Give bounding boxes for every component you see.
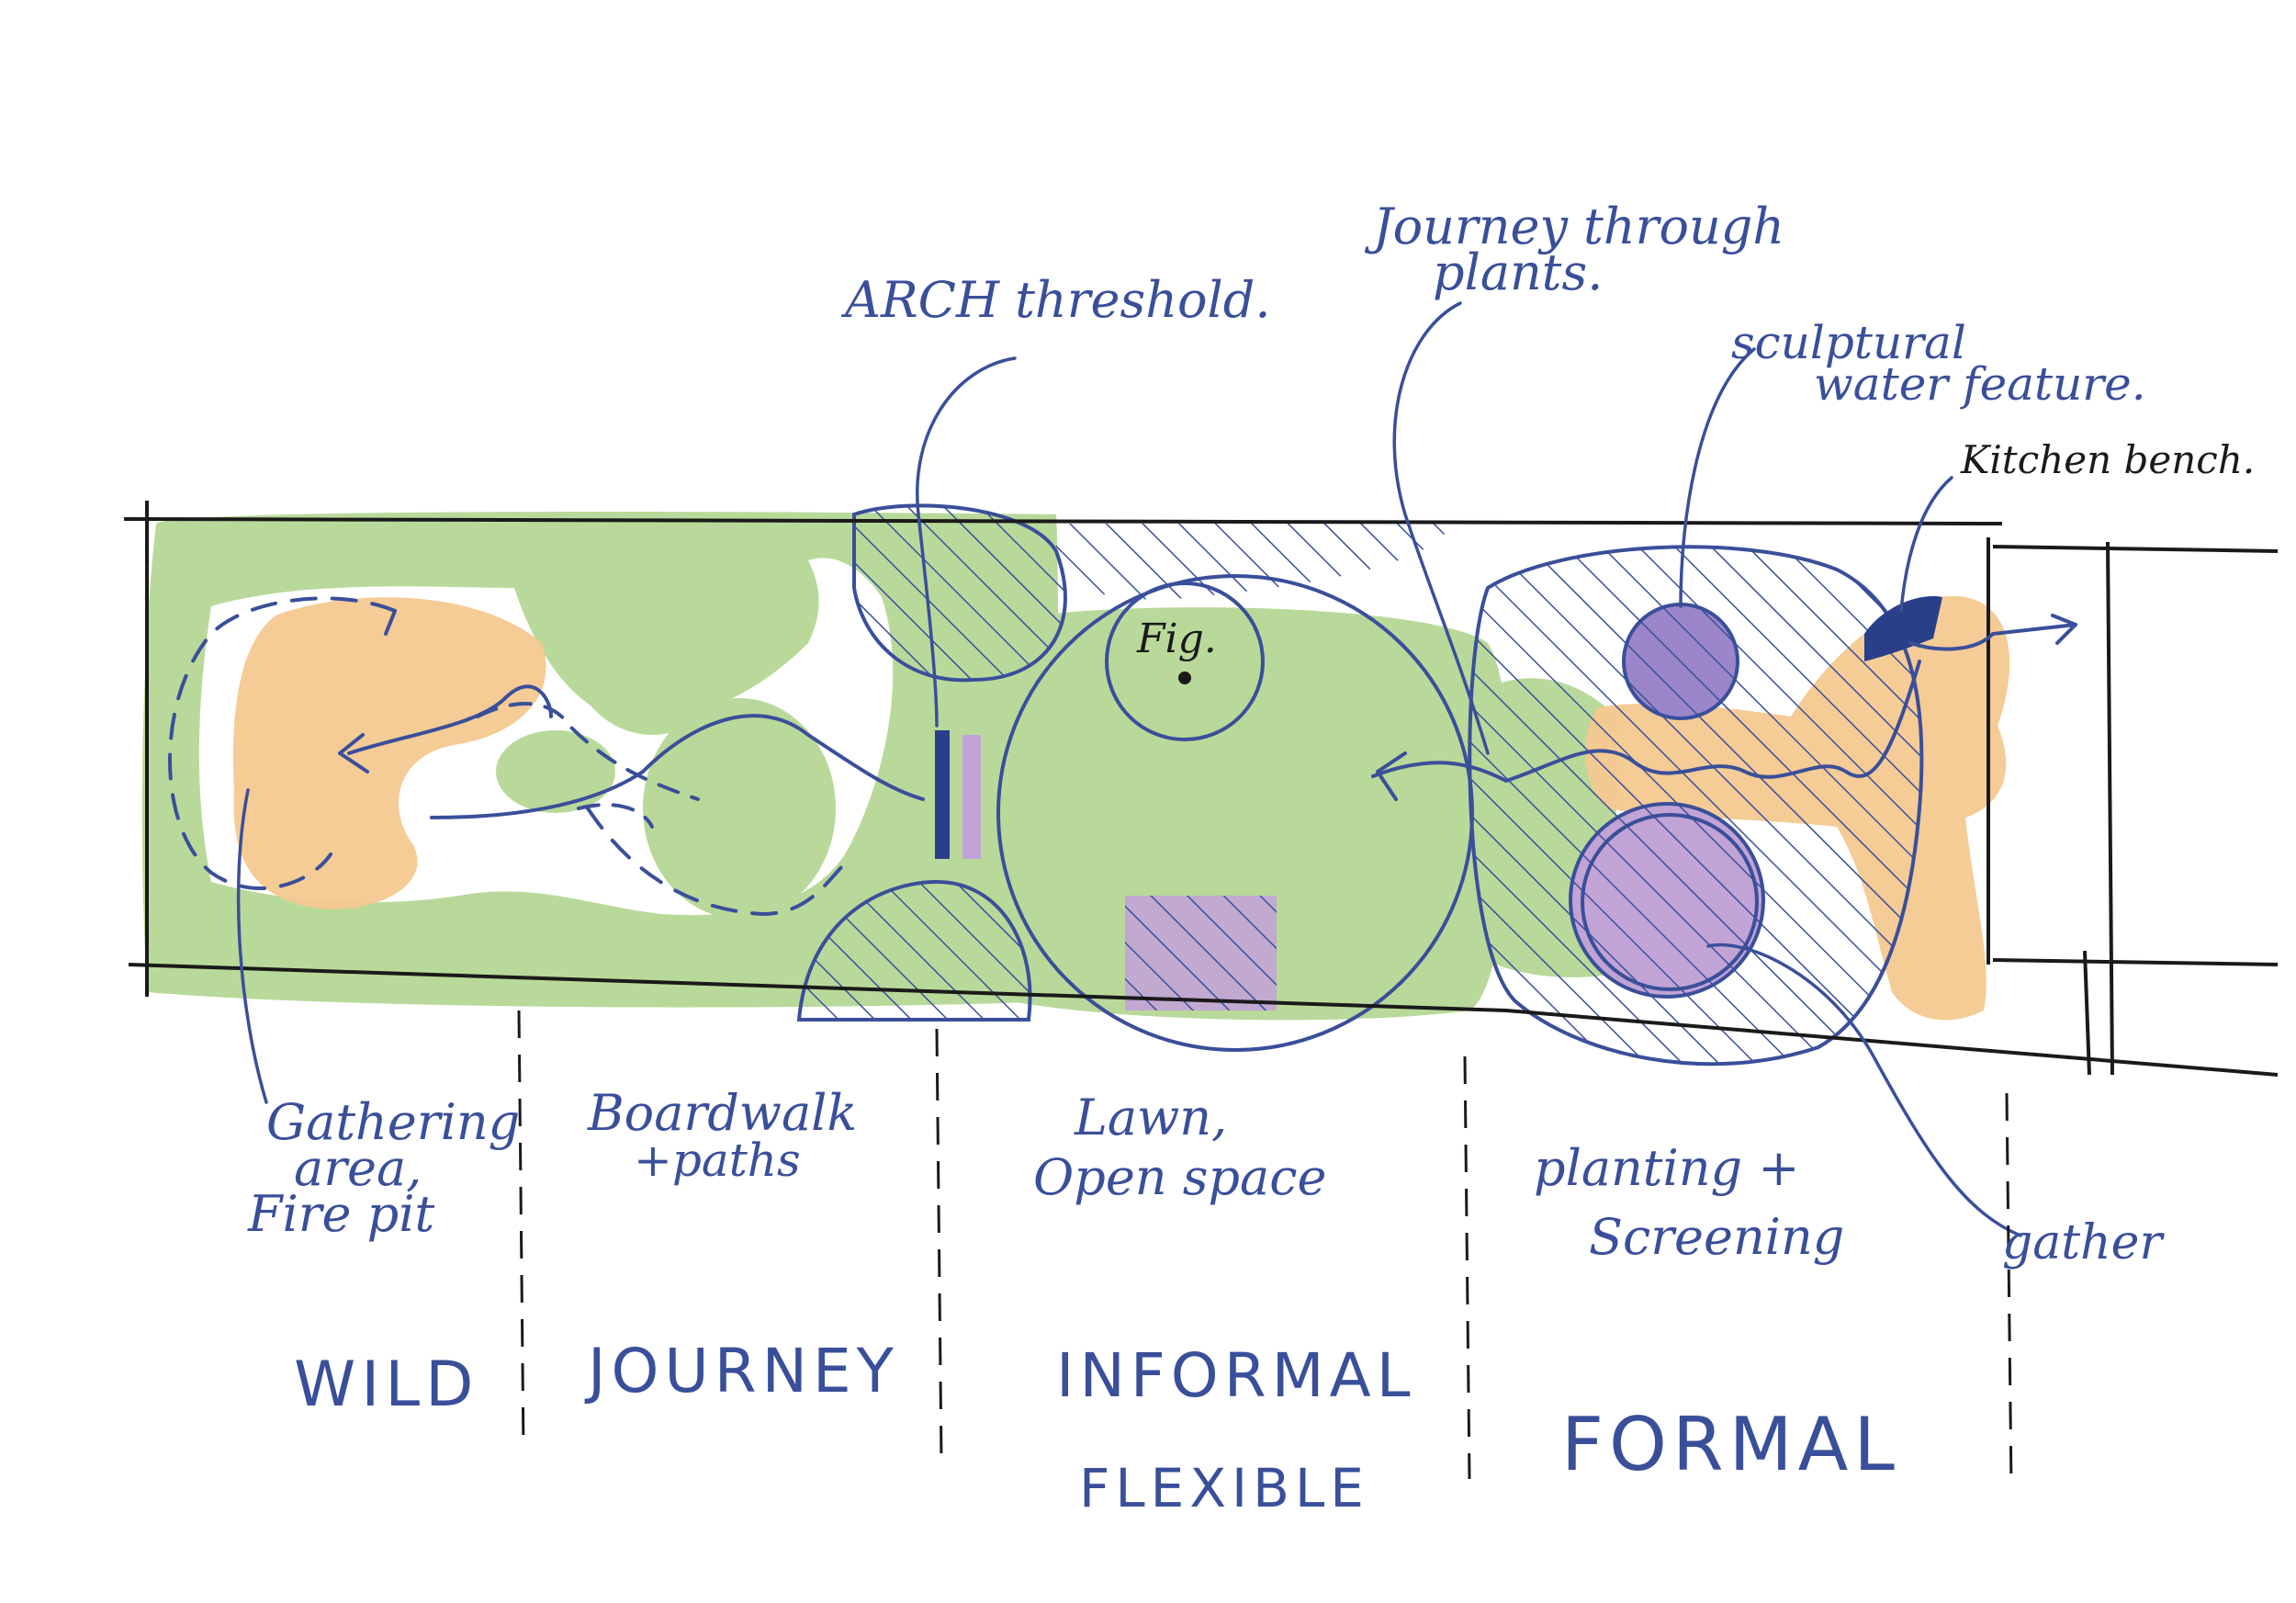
arch-threshold xyxy=(935,730,950,859)
arch-bench xyxy=(962,735,981,859)
water-feature-label: water feature. xyxy=(1814,357,2146,411)
planting-label-1: planting + xyxy=(1534,1139,1800,1197)
fig-tree-circle xyxy=(1105,581,1265,741)
lawn-hatch-top xyxy=(1056,524,1451,600)
gathering-label-3: Fire pit xyxy=(247,1185,435,1243)
circulation-lines xyxy=(168,596,2077,917)
kitchen-bench xyxy=(1864,596,1942,661)
tree-clumps xyxy=(496,533,836,919)
boardwalk-label-1: Boardwalk xyxy=(587,1084,857,1142)
arch-tree-bottom xyxy=(796,879,1032,1022)
journey-character-label: JOURNEY xyxy=(584,1336,899,1406)
formal-label: FORMAL xyxy=(1561,1402,1900,1487)
lawn-circle xyxy=(996,574,1474,1052)
lawn-label-2: Open space xyxy=(1033,1148,1326,1206)
fig-label: Fig. xyxy=(1136,615,1217,662)
flexible-label: FLEXIBLE xyxy=(1079,1457,1369,1519)
gather-label: gather xyxy=(2002,1215,2165,1270)
planting-label-2: Screening xyxy=(1589,1208,1844,1266)
sculptural-label: sculptural xyxy=(1731,316,1966,369)
site-boundary xyxy=(123,501,2279,1077)
zone-dividers xyxy=(517,1010,2013,1489)
gathering-label-2: area, xyxy=(294,1139,422,1197)
purple-features xyxy=(962,603,1765,1010)
arch-threshold-label: ARCH threshold. xyxy=(840,271,1270,329)
leader-lines xyxy=(236,301,2022,1237)
wild-label: WILD xyxy=(294,1349,479,1421)
fig-trunk xyxy=(1178,672,1191,684)
lawn-label-1: Lawn, xyxy=(1074,1089,1227,1146)
boardwalk-label-2: +paths xyxy=(634,1134,801,1187)
journey-plants-label: plants. xyxy=(1433,243,1603,301)
journey-through-label: Journey through xyxy=(1364,198,1784,255)
kitchen-bench-label: Kitchen bench. xyxy=(1960,437,2255,482)
arch-tree-top xyxy=(852,503,1067,683)
informal-label: INFORMAL xyxy=(1056,1340,1415,1411)
gathering-label-1: Gathering xyxy=(266,1093,520,1151)
